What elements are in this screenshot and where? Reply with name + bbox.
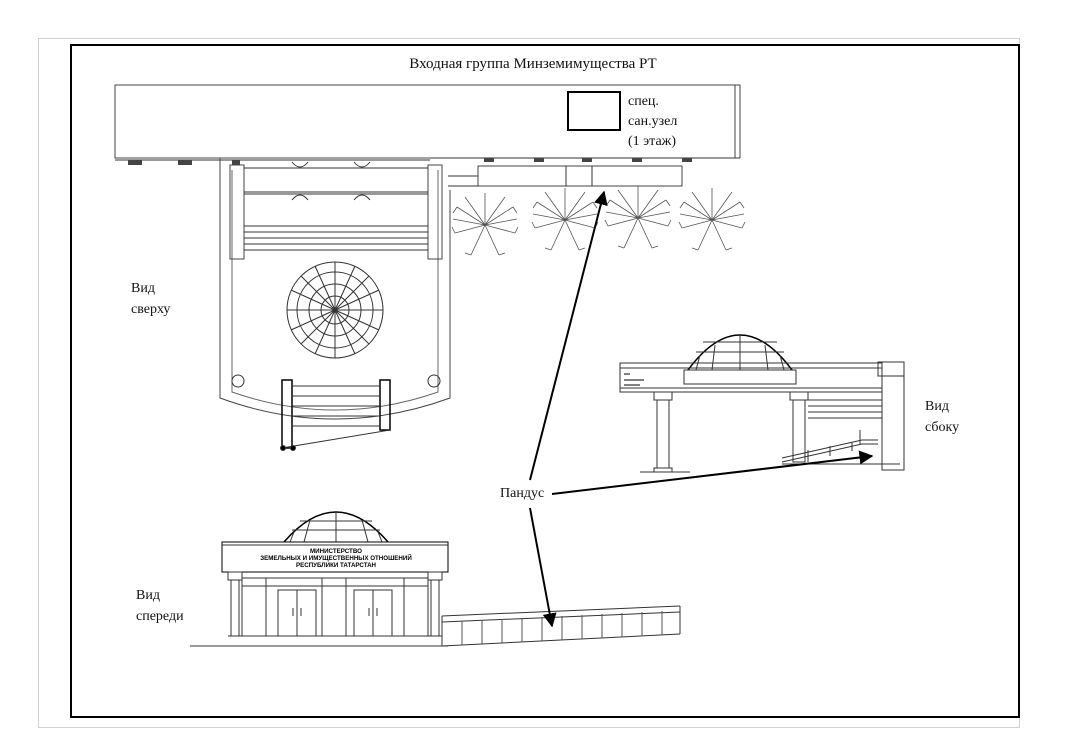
ramp-label: Пандус bbox=[500, 486, 545, 501]
front-sign: МИНИСТЕРСТВО ЗЕМЕЛЬНЫХ И ИМУЩЕСТВЕННЫХ О… bbox=[260, 548, 412, 569]
dome-plan bbox=[286, 261, 384, 359]
restroom-label-line-1: спец. bbox=[628, 94, 659, 109]
side-view-label: Вид сбоку bbox=[925, 396, 959, 438]
top-view-label: Вид сверху bbox=[131, 278, 170, 320]
top-view-label-line-2: сверху bbox=[131, 302, 171, 317]
front-view-label: Вид спереди bbox=[136, 585, 184, 627]
side-view-label-line-2: сбоку bbox=[925, 420, 960, 435]
front-view-label-line-1: Вид bbox=[136, 588, 160, 603]
front-view-elevation bbox=[190, 511, 681, 647]
restroom-label-line-2: сан.узел bbox=[628, 114, 678, 129]
drawing-frame bbox=[70, 44, 1020, 718]
top-view-label-line-1: Вид bbox=[131, 281, 155, 296]
arrow-to-front-ramp bbox=[529, 507, 557, 628]
top-view-plan bbox=[114, 84, 741, 451]
sign-line-1: МИНИСТЕРСТВО bbox=[310, 548, 362, 555]
sign-line-2: ЗЕМЕЛЬНЫХ И ИМУЩЕСТВЕННЫХ ОТНОШЕНИЙ bbox=[260, 554, 412, 562]
side-view-label-line-1: Вид bbox=[925, 399, 949, 414]
restroom-label-line-3: (1 этаж) bbox=[628, 134, 677, 149]
arrow-to-side-ramp bbox=[551, 450, 874, 495]
arrow-to-plan-ramp bbox=[529, 190, 608, 481]
side-view-elevation bbox=[619, 334, 905, 473]
restroom-label: спец. сан.узел (1 этаж) bbox=[628, 92, 677, 152]
sign-line-3: РЕСПУБЛИКИ ТАТАРСТАН bbox=[296, 562, 377, 569]
ramp-pointers bbox=[529, 190, 874, 628]
front-view-label-line-2: спереди bbox=[136, 609, 184, 624]
tree-plan-symbols bbox=[451, 186, 746, 256]
drawing-title: Входная группа Минземимущества РТ bbox=[409, 56, 657, 72]
